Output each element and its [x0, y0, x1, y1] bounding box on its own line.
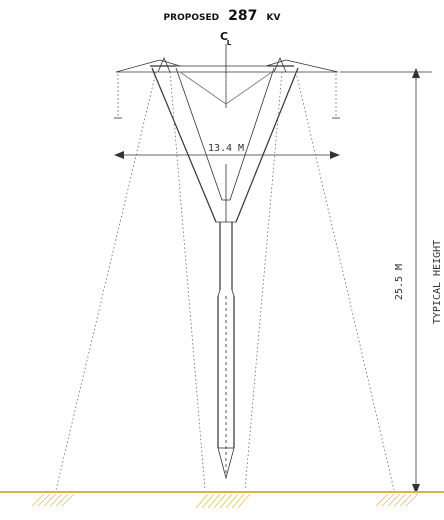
diagram-title: PROPOSED 287 KV [164, 5, 281, 24]
title-prefix: PROPOSED [164, 13, 220, 23]
insulator-strings [114, 74, 340, 119]
title-voltage: 287 [228, 8, 257, 24]
height-caption: TYPICAL HEIGHT [432, 240, 443, 324]
ground-hatch-right [375, 493, 419, 507]
height-dimension: 25.5 M TYPICAL HEIGHT [340, 68, 443, 494]
height-label: 25.5 M [394, 264, 405, 300]
guy-wires [55, 71, 395, 491]
tower-mast [217, 222, 235, 480]
ground-line [0, 491, 444, 509]
centerline-symbol: C [220, 30, 228, 43]
ground-hatch-center [195, 493, 251, 509]
width-dimension: 13.4 M [114, 143, 340, 159]
title-unit: KV [267, 13, 281, 23]
ground-hatch-left [31, 493, 75, 507]
centerline-subscript: L [227, 39, 232, 47]
v-insulator [179, 71, 273, 105]
shield-wire-peaks [157, 56, 287, 73]
crossarm [115, 59, 339, 73]
tower-body [151, 67, 299, 223]
width-label: 13.4 M [208, 143, 244, 154]
